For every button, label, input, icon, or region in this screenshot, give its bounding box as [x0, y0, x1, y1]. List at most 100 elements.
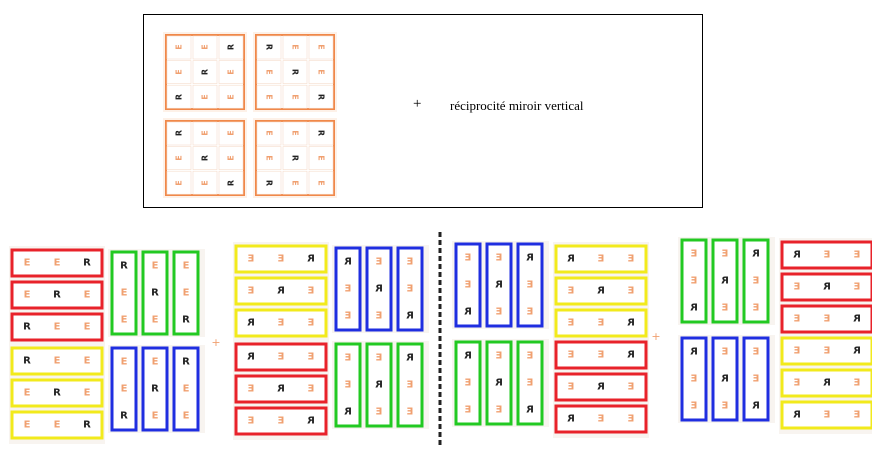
orange-grid-letter: E	[265, 69, 274, 74]
bar-letter: E	[495, 307, 502, 318]
orange-grid-cell	[192, 170, 218, 195]
orange-grid-letter: E	[291, 130, 300, 135]
orange-grid-letter: R	[227, 180, 236, 186]
yellow-bar	[554, 244, 648, 274]
bar-letter: E	[183, 261, 190, 272]
bar-letter: R	[247, 318, 255, 329]
orange-grid-cell	[218, 146, 244, 170]
bar-letter: E	[793, 378, 800, 389]
orange-grid-cell	[166, 170, 192, 195]
bar-letter: R	[526, 405, 534, 416]
bar-letter: R	[307, 254, 315, 265]
bar-letter: E	[690, 249, 697, 260]
bar-letter: E	[247, 254, 254, 265]
bar-letter: E	[853, 378, 860, 389]
green-bar	[334, 342, 362, 428]
bar-letter: E	[247, 384, 254, 395]
bar-letter: E	[183, 411, 190, 422]
red-bar	[780, 240, 872, 270]
orange-grid-letter: R	[201, 155, 210, 161]
bar-letter: R	[495, 378, 503, 389]
bar-letter: E	[721, 401, 728, 412]
yellow-bar	[780, 336, 872, 366]
red-bar	[10, 312, 104, 342]
orange-grid-letter: E	[291, 94, 300, 99]
bar-letter: E	[567, 350, 574, 361]
bar-letter: E	[495, 253, 502, 264]
orange-grid-letter: E	[317, 155, 326, 160]
bar-letter: R	[53, 388, 61, 399]
orange-grid-cell	[256, 146, 282, 170]
bar-letter: E	[84, 356, 91, 367]
bar-letter: E	[627, 254, 634, 265]
orange-grid-letter: R	[291, 155, 300, 161]
bar-letter: E	[823, 250, 830, 261]
bar-letter: R	[83, 420, 91, 431]
bar-letter: E	[597, 254, 604, 265]
bar-letter: E	[54, 258, 61, 269]
bar-letter: E	[54, 356, 61, 367]
red-bar	[10, 280, 104, 310]
blue-bar	[110, 346, 138, 432]
yellow-bar	[554, 308, 648, 338]
bar-letter: E	[495, 351, 502, 362]
orange-grid-letter: R	[317, 94, 326, 100]
bar-letter: E	[597, 414, 604, 425]
bottom-groups: E E R E R E R E E R E E E R E E E R R E E E R E E E R E E R E R E R E E E E R E…	[9, 237, 872, 444]
bar-letter: E	[690, 276, 697, 287]
bar-letter: R	[375, 284, 383, 295]
bar-letter: R	[23, 322, 31, 333]
orange-grid-letter: R	[317, 130, 326, 136]
orange-grid-cell	[282, 121, 308, 146]
bar-letter: E	[406, 380, 413, 391]
bar-letter: R	[182, 357, 190, 368]
bar-letter: E	[307, 286, 314, 297]
bar-letter: E	[721, 347, 728, 358]
red-bar	[234, 406, 328, 436]
bar-letter: E	[464, 253, 471, 264]
green-bar	[141, 250, 169, 336]
orange-grid-letter: R	[175, 94, 184, 100]
orange-grid-letter: E	[317, 44, 326, 49]
bar-letter: E	[495, 405, 502, 416]
bar-letter: E	[853, 250, 860, 261]
bar-letter: R	[277, 384, 285, 395]
red-bar	[554, 340, 648, 370]
bar-letter: E	[375, 407, 382, 418]
orange-grid-letter: R	[227, 44, 236, 50]
small-plus-1: +	[211, 336, 220, 349]
orange-grid-cell	[308, 84, 334, 109]
bar-letter: E	[183, 384, 190, 395]
bar-letter: R	[344, 257, 352, 268]
orange-grid-letter: E	[201, 94, 210, 99]
bar-letter: E	[54, 420, 61, 431]
orange-grid-frame	[165, 120, 245, 196]
bar-letter: E	[627, 382, 634, 393]
bar-letter: E	[464, 405, 471, 416]
bar-letter: R	[495, 280, 503, 291]
orange-grid-letter: E	[265, 155, 274, 160]
yellow-bar	[234, 308, 328, 338]
yellow-bar	[10, 410, 104, 440]
bar-letter: E	[627, 286, 634, 297]
orange-grid-letter: E	[175, 155, 184, 160]
blue-bar	[365, 246, 393, 332]
top-plus: +	[413, 96, 422, 112]
orange-grid-letter: R	[201, 69, 210, 75]
blue-bar	[516, 242, 544, 328]
bar-letter: E	[526, 280, 533, 291]
bar-letter: E	[567, 318, 574, 329]
green-bar	[680, 238, 708, 324]
bar-letter: E	[344, 353, 351, 364]
bar-letter: R	[823, 378, 831, 389]
bar-letter: E	[24, 388, 31, 399]
